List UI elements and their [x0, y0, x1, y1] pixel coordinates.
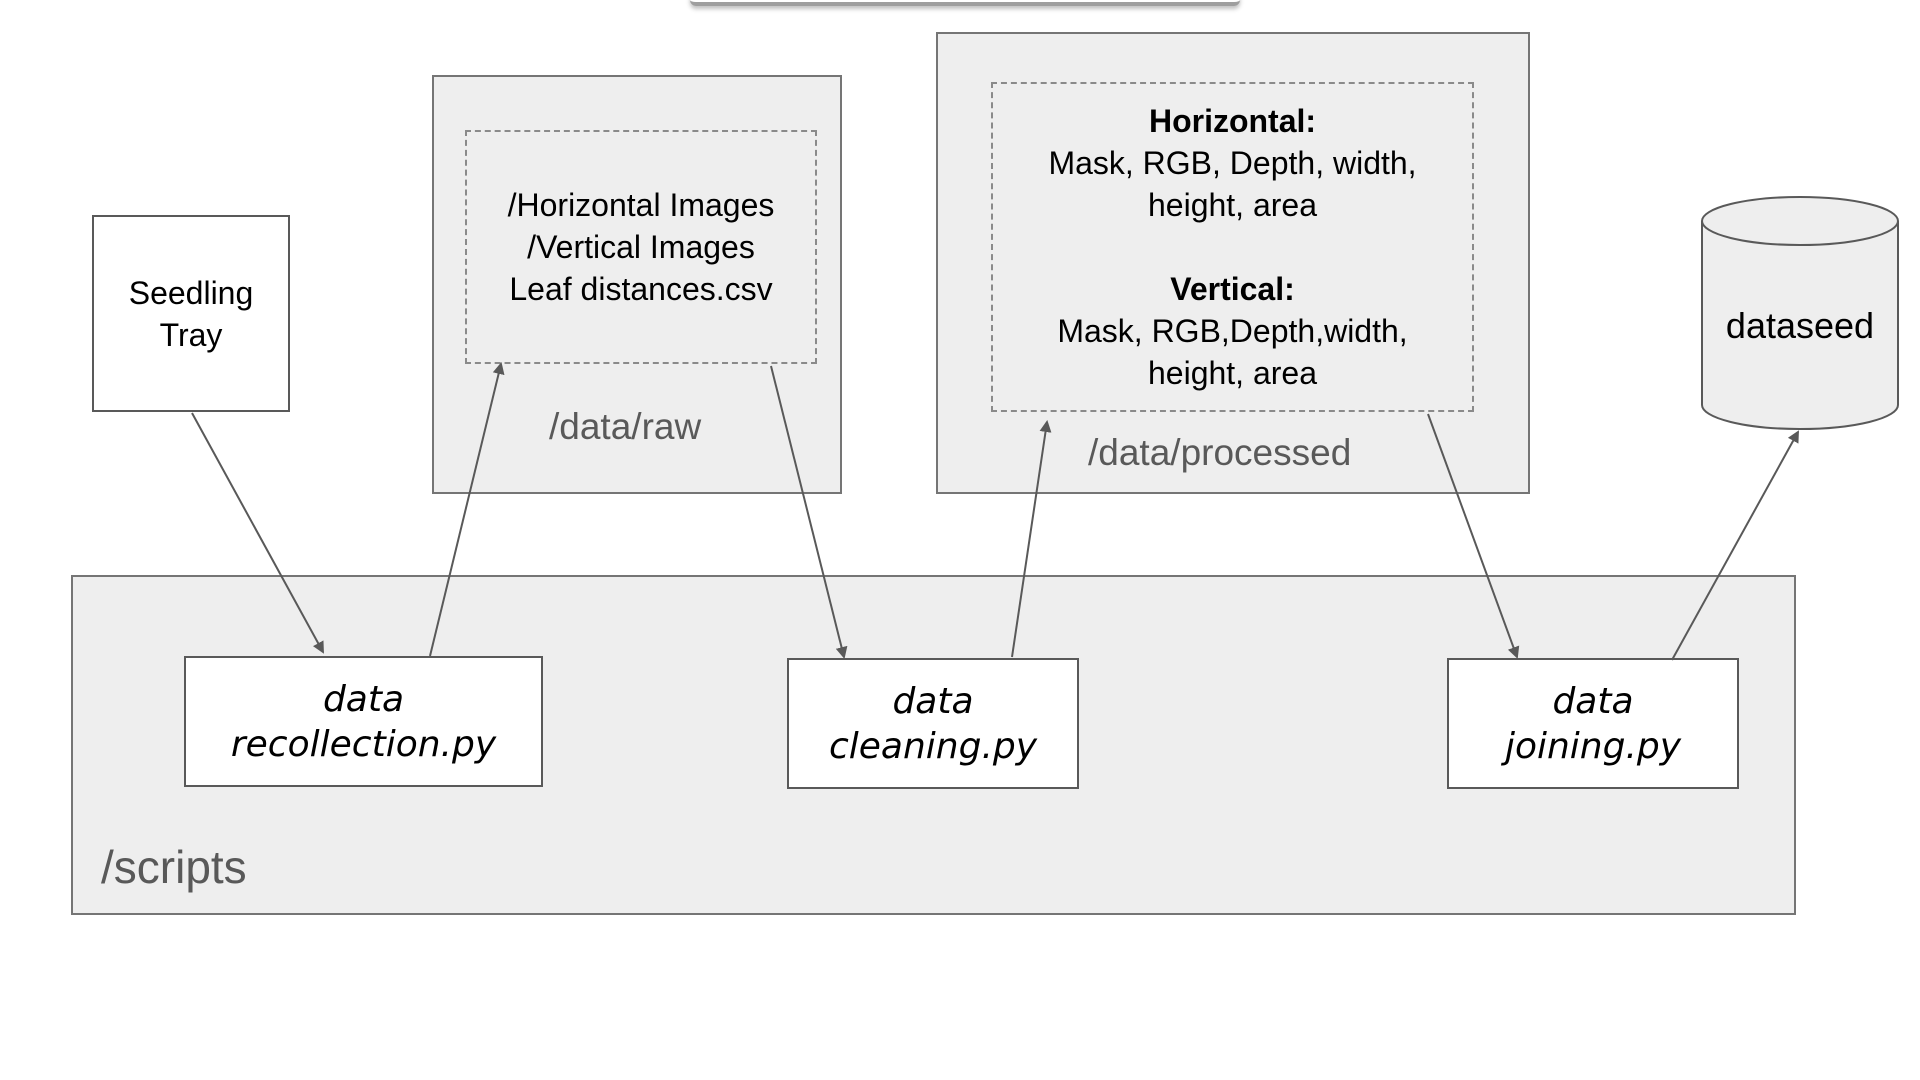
processed-vertical-title: Vertical:: [1170, 271, 1295, 307]
script-joining-line-2: joining.py: [1504, 725, 1682, 767]
script-cleaning-line-2: cleaning.py: [828, 725, 1038, 767]
processed-folder-contents: Horizontal: Mask, RGB, Depth, width, hei…: [991, 82, 1474, 412]
script-recollection-line-2: recollection.py: [230, 723, 497, 765]
arrow-cleaning-to-processed: [1011, 420, 1052, 658]
processed-horizontal-line-2: height, area: [1147, 187, 1317, 223]
script-recollection-box[interactable]: data recollection.py: [184, 656, 543, 787]
processed-vertical-line-1: Mask, RGB,Depth,width,: [1057, 313, 1408, 349]
raw-item-horizontal: /Horizontal Images: [507, 187, 775, 223]
processed-horizontal-line-1: Mask, RGB, Depth, width,: [1048, 145, 1417, 181]
seedling-tray-line-1: Seedling: [128, 274, 254, 311]
script-cleaning-box[interactable]: data cleaning.py: [787, 658, 1079, 789]
arrow-processed-to-joining: [1427, 413, 1520, 659]
seedling-tray-line-2: Tray: [159, 316, 223, 353]
script-joining-box[interactable]: data joining.py: [1447, 658, 1739, 789]
arrows: [191, 362, 1799, 661]
database-label: dataseed: [1725, 305, 1875, 346]
raw-item-csv: Leaf distances.csv: [509, 271, 773, 307]
raw-item-vertical: /Vertical Images: [527, 229, 755, 265]
processed-folder[interactable]: [936, 32, 1530, 494]
processed-horizontal-title: Horizontal:: [1148, 103, 1317, 139]
processed-vertical-line-2: height, area: [1147, 355, 1317, 391]
scripts-label: /scripts: [101, 841, 247, 893]
arrow-raw-to-cleaning: [770, 365, 848, 659]
raw-folder[interactable]: [432, 75, 842, 494]
script-joining-line-1: data: [1552, 680, 1634, 722]
seedling-tray-box[interactable]: Seedling Tray: [92, 215, 290, 412]
script-recollection-line-1: data: [322, 678, 405, 720]
top-edge-bar: [690, 0, 1240, 6]
raw-folder-label: /data/raw: [549, 406, 702, 447]
processed-folder-label: /data/processed: [1088, 432, 1352, 473]
arrow-joining-to-dataseed: [1671, 430, 1799, 661]
arrow-tray-to-recollection: [191, 412, 324, 654]
script-cleaning-line-1: data: [892, 680, 974, 722]
arrow-recollection-to-raw: [429, 362, 505, 657]
raw-folder-contents: /Horizontal Images /Vertical Images Leaf…: [465, 130, 817, 364]
database-cylinder[interactable]: [1701, 196, 1899, 430]
